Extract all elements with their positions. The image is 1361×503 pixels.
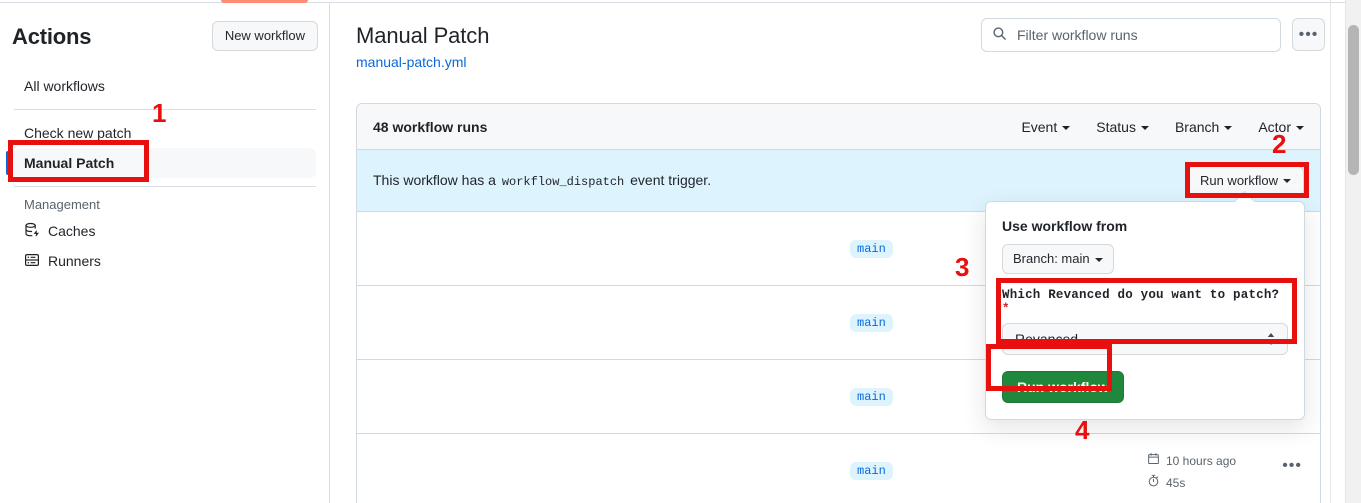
run-timestamp-text: 10 hours ago xyxy=(1166,454,1237,468)
sidebar-section-management: Management xyxy=(24,197,100,212)
filter-branch[interactable]: Branch xyxy=(1175,119,1233,135)
dispatch-text-before: This workflow has a xyxy=(373,172,496,188)
filter-status[interactable]: Status xyxy=(1096,119,1149,135)
top-hairline xyxy=(0,2,1361,3)
workflow-title: Manual Patch xyxy=(356,23,490,48)
branch-badge[interactable]: main xyxy=(850,314,893,332)
chevron-down-icon xyxy=(1062,125,1071,130)
run-timestamp: 10 hours ago xyxy=(1147,450,1236,472)
sidebar-item-runners-label: Runners xyxy=(48,253,101,269)
more-options-button[interactable]: ••• xyxy=(1292,18,1325,51)
stopwatch-icon xyxy=(1147,472,1160,494)
filter-event[interactable]: Event xyxy=(1021,119,1071,135)
runs-filter-group: Event Status Branch Actor xyxy=(1021,119,1304,135)
calendar-icon xyxy=(1147,450,1160,472)
search-icon xyxy=(992,26,1015,44)
sidebar-item-caches-label: Caches xyxy=(48,223,96,239)
table-row[interactable]: main 10 hours ago xyxy=(357,434,1320,503)
page-scrollbar-track[interactable] xyxy=(1345,0,1361,503)
workflow-input-label: Which Revanced do you want to patch? * xyxy=(1002,288,1288,316)
sidebar-item-caches[interactable]: Caches xyxy=(14,216,316,246)
required-marker: * xyxy=(1002,302,1010,316)
search-input-wrapper[interactable] xyxy=(981,18,1281,52)
chevron-down-icon xyxy=(1224,125,1233,130)
chevron-down-icon xyxy=(1140,125,1149,130)
revanced-select-value: Revanced xyxy=(1015,331,1079,347)
branch-badge[interactable]: main xyxy=(850,462,893,480)
table-row[interactable]: main xyxy=(357,212,1320,286)
page-title-actions: Actions xyxy=(12,24,92,49)
workflow-input-label-text: Which Revanced do you want to patch? xyxy=(1002,288,1280,302)
dispatch-banner-text: This workflow has a workflow_dispatch ev… xyxy=(373,172,711,189)
dispatch-event-code: workflow_dispatch xyxy=(501,175,625,189)
active-tab-underline xyxy=(221,0,308,3)
chevron-down-icon xyxy=(1283,179,1291,184)
cache-icon xyxy=(24,222,40,241)
run-workflow-submit-button[interactable]: Run workflow xyxy=(1002,371,1124,403)
table-row[interactable]: main xyxy=(357,286,1320,360)
filter-actor[interactable]: Actor xyxy=(1258,119,1304,135)
revanced-select[interactable]: Revanced xyxy=(1002,323,1288,355)
select-updown-icon xyxy=(1266,332,1276,346)
run-duration-text: 45s xyxy=(1166,476,1186,490)
sidebar-item-runners[interactable]: Runners xyxy=(14,246,316,276)
search-input[interactable] xyxy=(1015,26,1270,44)
run-duration: 45s xyxy=(1147,472,1236,494)
sidebar-item-manual-patch[interactable]: Manual Patch xyxy=(6,148,316,178)
branch-badge[interactable]: main xyxy=(850,240,893,258)
content-right-border xyxy=(1330,0,1331,503)
sidebar-item-check-new-patch[interactable]: Check new patch xyxy=(24,125,132,141)
server-icon xyxy=(24,252,40,271)
run-meta: 10 hours ago 45s xyxy=(1147,450,1236,494)
branch-badge[interactable]: main xyxy=(850,388,893,406)
sidebar-item-all-workflows[interactable]: All workflows xyxy=(24,78,105,94)
branch-select-button[interactable]: Branch: main xyxy=(1002,244,1114,274)
runs-panel-header: 48 workflow runs Event Status Branch Act… xyxy=(357,104,1320,150)
use-workflow-from-label: Use workflow from xyxy=(1002,218,1128,234)
sidebar-divider-2 xyxy=(14,186,316,187)
run-workflow-dropdown-label: Run workflow xyxy=(1199,172,1278,188)
branch-select-label: Branch: main xyxy=(1013,251,1090,266)
run-workflow-dropdown-panel: Use workflow from Branch: main Which Rev… xyxy=(985,201,1305,420)
page-scrollbar-thumb[interactable] xyxy=(1348,25,1359,175)
actions-sidebar: Actions New workflow All workflows Check… xyxy=(0,3,330,503)
sidebar-workflow-list: All workflows Check new patch Manual Pat… xyxy=(0,71,330,276)
workflow-runs-count: 48 workflow runs xyxy=(373,118,488,135)
sidebar-divider-1 xyxy=(14,109,316,110)
new-workflow-button[interactable]: New workflow xyxy=(211,21,318,51)
workflow-file-link[interactable]: manual-patch.yml xyxy=(356,54,467,70)
sidebar-header: Actions New workflow xyxy=(12,21,318,55)
chevron-down-icon xyxy=(1296,125,1304,130)
chevron-down-icon xyxy=(1094,257,1103,262)
row-more-options-button[interactable]: ••• xyxy=(1282,457,1302,474)
dispatch-text-after: event trigger. xyxy=(630,172,712,188)
